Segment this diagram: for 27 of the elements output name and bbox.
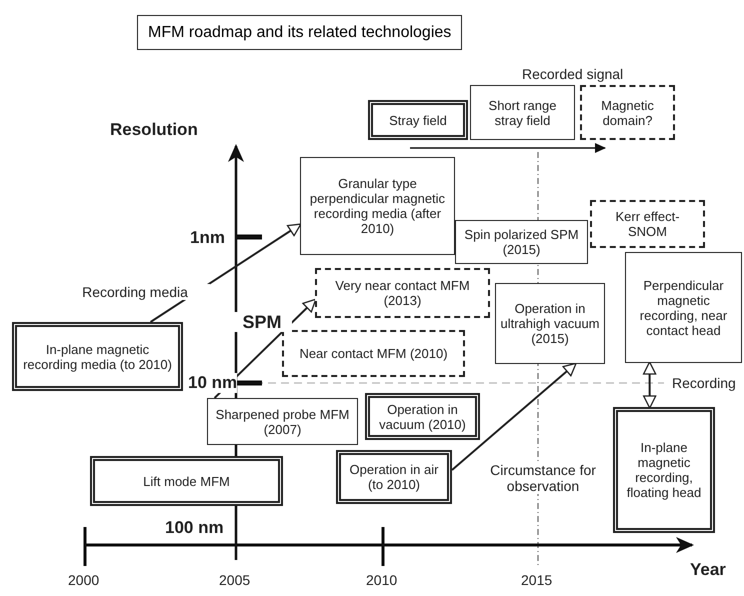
technology-box: Lift mode MFM — [90, 456, 283, 506]
technology-box: Magnetic domain? — [580, 85, 675, 140]
annotation-label: 2005 — [219, 572, 250, 588]
annotation-label: 2015 — [521, 572, 552, 588]
technology-box: Near contact MFM (2010) — [282, 330, 465, 377]
technology-box: Operation in ultrahigh vacuum (2015) — [495, 283, 605, 364]
technology-box: Granular type perpendicular magnetic recording media (after 2010) — [300, 157, 455, 255]
technology-box: Operation in vacuum (2010) — [365, 393, 480, 440]
annotation-label: 2000 — [68, 572, 100, 588]
title: MFM roadmap and its related technologies — [137, 15, 462, 50]
technology-box: Very near contact MFM (2013) — [315, 268, 490, 318]
technology-box: In-plane magnetic recording, floating head — [613, 407, 715, 533]
arrow — [451, 362, 577, 471]
technology-box: In-plane magnetic recording media (to 2010) — [12, 322, 183, 391]
technology-box: Perpendicular magnetic recording, near contact head — [625, 252, 742, 363]
technology-box: Operation in air (to 2010) — [336, 450, 452, 504]
technology-box: Short range stray field — [470, 85, 575, 140]
technology-box: Kerr effect- SNOM — [590, 200, 705, 248]
axis-label: 10 nm — [188, 373, 238, 393]
annotation-label: Recording — [672, 375, 736, 391]
edge-label: SPM — [232, 312, 292, 332]
technology-box: Sharpened probe MFM (2007) — [207, 398, 358, 445]
technology-box: Spin polarized SPM (2015) — [455, 220, 588, 264]
annotation-label: 2010 — [366, 572, 398, 588]
arrow — [642, 361, 656, 409]
technology-box: Stray field — [368, 100, 468, 140]
annotation-label: Recorded signal — [522, 66, 624, 82]
